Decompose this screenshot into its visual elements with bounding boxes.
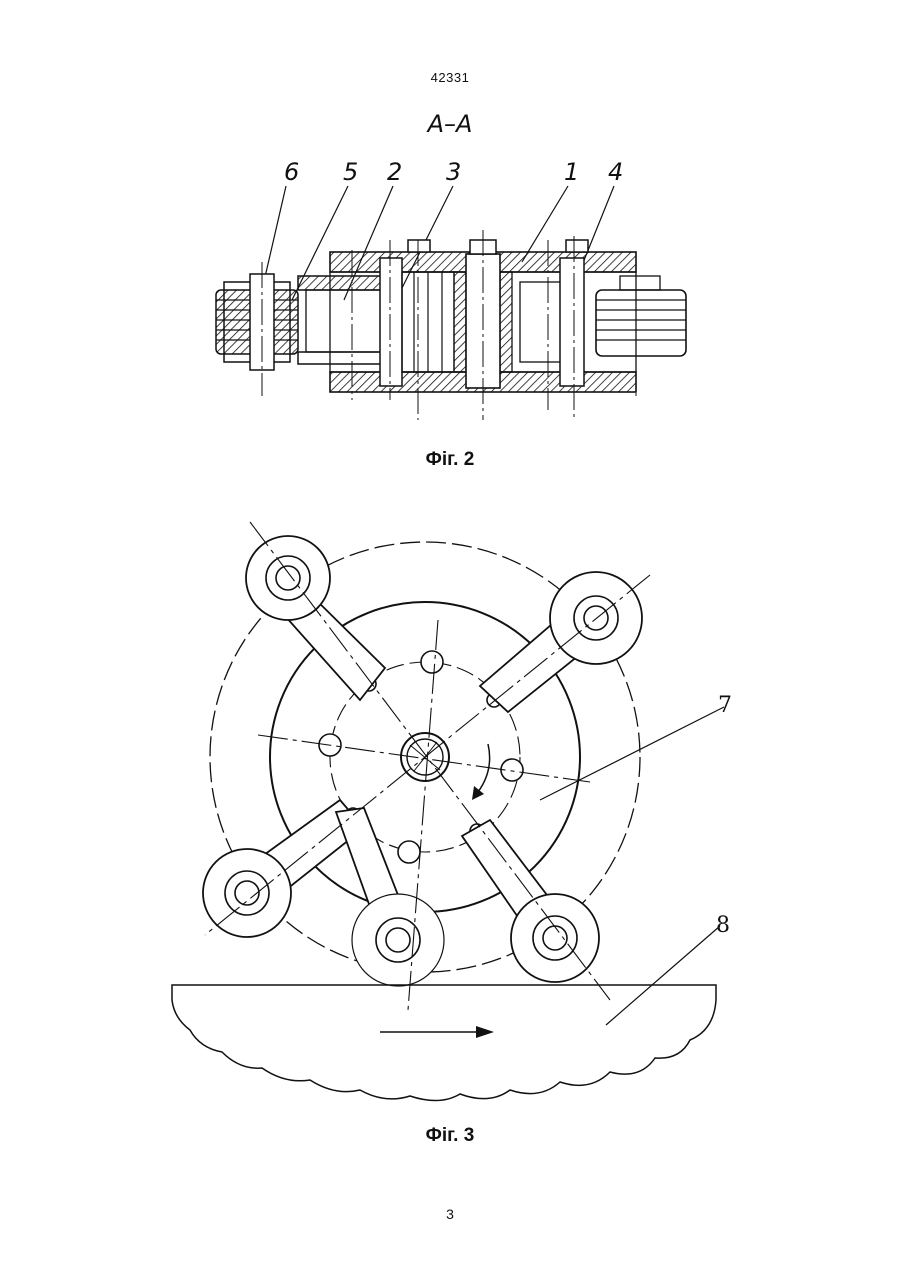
figure-2-caption: Фіг. 2 (0, 449, 900, 471)
rollers (203, 536, 642, 986)
left-lever-arm (298, 276, 382, 364)
centre-hub (401, 733, 449, 781)
figure-3-caption: Фіг. 3 (0, 1125, 900, 1147)
fig3-label-7: 7 (718, 693, 732, 718)
disc-pins (319, 651, 523, 863)
main-disc (270, 602, 580, 912)
fig2-label-3: 3 (446, 158, 461, 186)
lever-arms (232, 566, 608, 952)
fig3-leader-lines (540, 707, 724, 1025)
fig3-center-lines (205, 522, 650, 1010)
right-roller-stack (596, 276, 686, 356)
fig2-label-5: 5 (343, 158, 358, 186)
rotation-arrow (472, 744, 490, 800)
fig2-label-2: 2 (387, 158, 402, 186)
ground-surface (172, 985, 716, 1101)
left-roller-stack (216, 274, 298, 370)
fig3-label-8: 8 (716, 913, 730, 938)
fig2-label-1: 1 (564, 158, 579, 186)
fig2-label-4: 4 (608, 158, 623, 186)
pin-pitch-circle (330, 662, 520, 852)
page-number: 3 (0, 1206, 900, 1222)
roller-path-circle (210, 542, 640, 972)
fig2-label-6: 6 (284, 158, 299, 186)
figure-2-drawing: 6 5 2 3 1 4 (0, 0, 900, 440)
